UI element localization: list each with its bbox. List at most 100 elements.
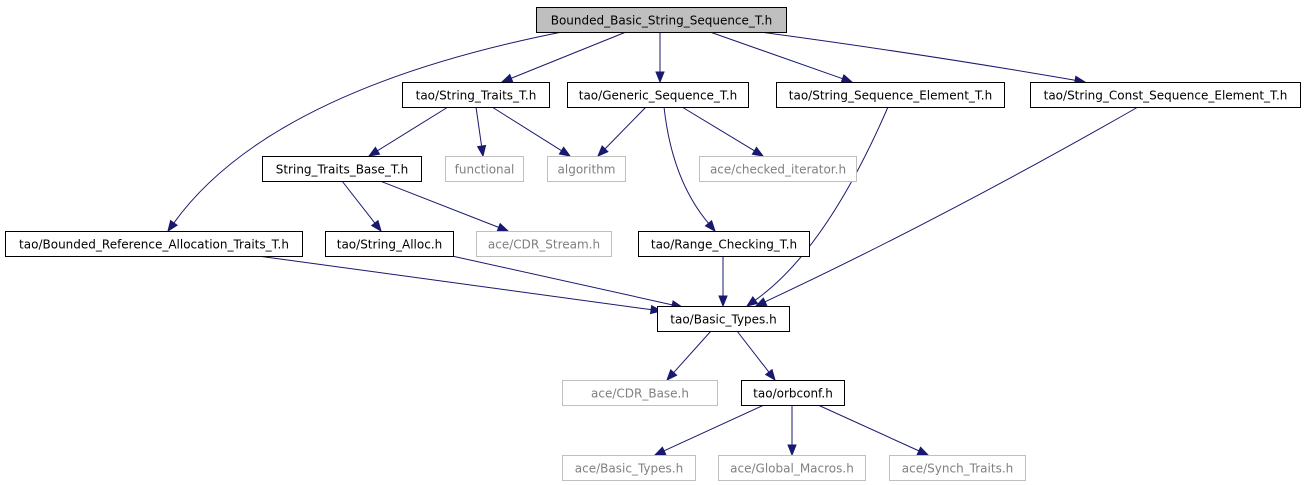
edge-line <box>817 404 920 452</box>
node-cdr-base: ace/CDR_Base.h <box>562 380 718 406</box>
edge-root-to-string_const_seq_elem <box>759 31 1087 85</box>
node-label: tao/String_Traits_T.h <box>416 89 537 103</box>
node-ace-basic-types: ace/Basic_Types.h <box>562 455 696 481</box>
edge-arrowhead <box>754 297 768 307</box>
node-box <box>536 7 787 33</box>
edge-arrowhead <box>500 73 514 83</box>
edge-string_traits-to-string_traits_base <box>367 106 449 157</box>
edge-arrowhead <box>370 219 382 233</box>
edge-arrowhead <box>666 369 678 382</box>
node-label: ace/checked_iterator.h <box>710 163 846 177</box>
edge-arrowhead <box>655 71 665 84</box>
edge-line <box>759 31 1076 81</box>
edge-arrowhead <box>167 219 178 233</box>
node-box <box>567 82 749 108</box>
node-generic-seq[interactable]: tao/Generic_Sequence_T.h <box>567 82 749 108</box>
node-string-traits[interactable]: tao/String_Traits_T.h <box>402 82 550 108</box>
edge-line <box>709 31 843 80</box>
edge-string_traits_base-to-string_alloc <box>341 180 382 233</box>
edge-string_seq_elem-to-basic_types <box>745 106 889 307</box>
node-box <box>699 156 857 182</box>
node-label: String_Traits_Base_T.h <box>276 163 409 177</box>
node-box <box>562 455 696 481</box>
node-label: tao/orbconf.h <box>753 387 833 401</box>
node-label: tao/Generic_Sequence_T.h <box>579 89 738 103</box>
edge-line <box>341 180 376 224</box>
node-root[interactable]: Bounded_Basic_String_Sequence_T.h <box>536 7 787 33</box>
node-label: tao/Bounded_Reference_Allocation_Traits_… <box>19 238 289 252</box>
edge-basic_types-to-cdr_base <box>666 330 712 382</box>
edge-line <box>379 180 499 228</box>
edge-orbconf-to-synch_traits <box>817 404 930 456</box>
edge-line <box>764 106 1139 303</box>
node-box <box>776 82 1005 108</box>
node-box <box>5 231 303 257</box>
edge-root-to-generic_seq <box>655 32 665 84</box>
edge-line <box>663 106 709 224</box>
node-orbconf[interactable]: tao/orbconf.h <box>741 380 845 406</box>
edge-line <box>673 330 712 373</box>
node-label: tao/String_Alloc.h <box>337 238 443 252</box>
edge-orbconf-to-global_macros <box>787 405 797 457</box>
node-string-traits-base[interactable]: String_Traits_Base_T.h <box>262 156 422 182</box>
nodes-layer: Bounded_Basic_String_Sequence_T.h tao/Str… <box>5 7 1301 481</box>
edge-root-to-string_traits <box>500 31 627 83</box>
edge-arrowhead <box>787 444 797 457</box>
node-label: tao/Range_Checking_T.h <box>651 238 797 252</box>
edge-line <box>451 255 673 306</box>
edge-arrowhead <box>916 446 930 456</box>
node-string-seq-elem[interactable]: tao/String_Sequence_Element_T.h <box>776 82 1005 108</box>
node-label: tao/Basic_Types.h <box>670 313 776 327</box>
edge-root-to-string_seq_elem <box>709 31 854 83</box>
edge-generic_seq-to-checked_iter <box>681 106 765 157</box>
node-label: ace/Basic_Types.h <box>575 462 683 476</box>
edge-string_alloc-to-basic_types <box>451 255 684 310</box>
node-range-check[interactable]: tao/Range_Checking_T.h <box>638 231 810 257</box>
edge-string_traits-to-algorithm <box>491 106 572 157</box>
node-label: Bounded_Basic_String_Sequence_T.h <box>551 14 773 28</box>
node-string-const-seq-elem[interactable]: tao/String_Const_Sequence_Element_T.h <box>1030 82 1301 108</box>
node-label: tao/String_Const_Sequence_Element_T.h <box>1044 89 1288 103</box>
edge-line <box>377 106 449 152</box>
edge-range_check-to-basic_types <box>718 256 728 308</box>
edge-line <box>257 255 652 311</box>
edge-arrowhead <box>558 146 572 157</box>
edge-basic_types-to-orbconf <box>736 330 776 382</box>
node-checked-iter: ace/checked_iterator.h <box>699 156 857 182</box>
node-box <box>402 82 550 108</box>
edge-arrowhead <box>496 222 510 232</box>
edge-arrowhead <box>653 446 667 456</box>
node-bounded-ref[interactable]: tao/Bounded_Reference_Allocation_Traits_… <box>5 231 303 257</box>
node-box <box>889 455 1026 481</box>
node-box <box>718 455 866 481</box>
edge-line <box>491 106 562 152</box>
edge-line <box>754 106 889 301</box>
edge-line <box>604 106 647 150</box>
edge-line <box>736 330 770 373</box>
edge-line <box>475 106 483 147</box>
edge-generic_seq-to-algorithm <box>597 106 647 157</box>
edges-layer <box>167 31 1139 457</box>
edge-arrowhead <box>840 74 854 83</box>
node-label: functional <box>455 163 515 177</box>
node-box <box>657 306 790 332</box>
edge-arrowhead <box>718 295 728 308</box>
node-box <box>1030 82 1301 108</box>
node-label: ace/CDR_Base.h <box>591 387 689 401</box>
edge-arrowhead <box>745 296 759 307</box>
edge-line <box>511 31 627 79</box>
node-string-alloc[interactable]: tao/String_Alloc.h <box>325 231 454 257</box>
node-box <box>476 231 612 257</box>
edge-bounded_ref-to-basic_types <box>257 255 663 315</box>
node-box <box>445 156 524 182</box>
edge-arrowhead <box>704 219 716 233</box>
node-label: tao/String_Sequence_Element_T.h <box>789 89 992 103</box>
node-cdr-stream: ace/CDR_Stream.h <box>476 231 612 257</box>
edge-string_const_seq_elem-to-basic_types <box>754 106 1139 307</box>
edge-line <box>663 404 765 452</box>
node-box <box>325 231 454 257</box>
node-box <box>562 380 718 406</box>
node-global-macros: ace/Global_Macros.h <box>718 455 866 481</box>
node-basic-types[interactable]: tao/Basic_Types.h <box>657 306 790 332</box>
